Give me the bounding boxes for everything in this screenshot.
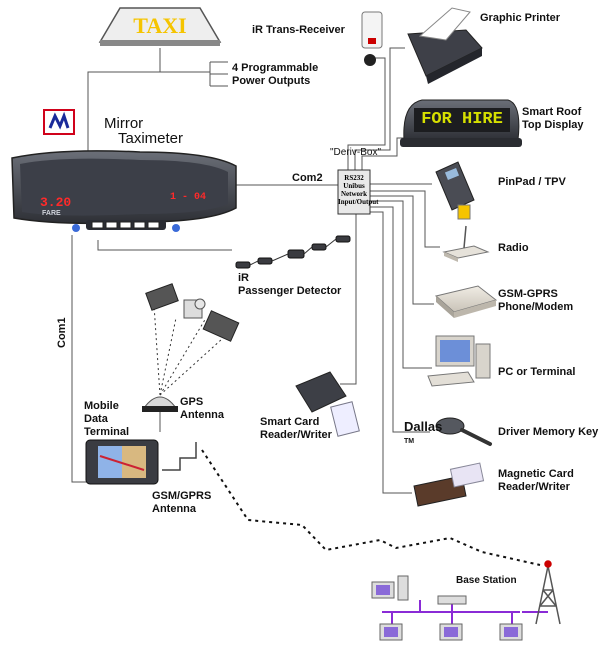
base-station-network — [371, 575, 548, 641]
com2-label: Com2 — [292, 172, 323, 184]
smart-card-label: Smart Card Reader/Writer — [260, 416, 332, 441]
dallas-text: Dallas — [404, 419, 443, 434]
gsm-modem-graphic — [434, 285, 498, 318]
taxi-sign-text: TAXI — [133, 13, 187, 38]
dallas-label: Dallas TM — [404, 404, 442, 451]
smart-card-graphic — [295, 371, 360, 437]
deriv-box-label: "Deriv-Box" — [330, 147, 381, 158]
satellite-graphics — [145, 283, 240, 342]
pinpad-graphic — [435, 161, 475, 220]
pc-terminal-graphic — [427, 335, 491, 387]
radio-graphic — [442, 225, 490, 262]
programmable-outputs-label: 4 Programmable Power Outputs — [232, 62, 319, 87]
mirror-taximeter-graphic — [11, 150, 237, 232]
mobile-data-terminal-label: Mobile Data Terminal — [84, 400, 130, 438]
smart-roof-display-label: Smart Roof Top Display — [522, 106, 584, 131]
roof-display-graphic — [400, 99, 522, 147]
magnetic-card-label: Magnetic Card Reader/Writer — [498, 468, 574, 493]
taxi-sign-graphic — [98, 7, 222, 46]
taximeter-label: Taximeter — [118, 130, 184, 147]
wiring — [71, 47, 440, 494]
meter-time-readout: 1 - 04 — [170, 192, 207, 203]
radio-label: Radio — [498, 242, 529, 254]
dallas-key-graphic — [435, 417, 492, 446]
pc-terminal-label: PC or Terminal — [498, 366, 576, 378]
com1-label: Com1 — [56, 317, 68, 348]
company-logo — [43, 109, 75, 135]
trademark-mark: TM — [404, 438, 415, 445]
roof-display-text: FOR HIRE — [421, 110, 503, 129]
ir-passenger-detector-label: iR Passenger Detector — [238, 272, 342, 297]
driver-memory-key-label: Driver Memory Key — [498, 426, 599, 438]
wireless-links — [201, 449, 541, 566]
mobile-data-terminal-graphic — [85, 439, 159, 485]
graphic-printer-label: Graphic Printer — [480, 12, 561, 24]
ir-trans-receiver-graphic — [361, 11, 383, 66]
meter-fare-readout: 3.20 — [40, 195, 72, 210]
gps-antenna-label: GPS Antenna — [180, 396, 224, 421]
meter-fare-caption: FARE — [42, 210, 61, 217]
passenger-detector-graphic — [235, 235, 351, 269]
base-station-tower — [535, 560, 561, 625]
pinpad-label: PinPad / TPV — [498, 176, 566, 188]
gsm-modem-label: GSM-GPRS Phone/Modem — [498, 288, 574, 313]
mirror-label: Mirror — [104, 115, 144, 132]
deriv-box — [337, 169, 371, 215]
graphic-printer-graphic — [407, 7, 483, 84]
base-station-label: Base Station — [456, 575, 517, 586]
deriv-box-text: RS232 Unibus Network Input/Output — [338, 174, 379, 206]
gsm-gprs-antenna-label: GSM/GPRS Antenna — [152, 490, 212, 515]
gps-beams — [153, 304, 233, 396]
ir-trans-receiver-label: iR Trans-Receiver — [252, 24, 345, 36]
magnetic-card-graphic — [413, 462, 485, 507]
gsm-antenna-graphic — [162, 442, 197, 471]
gps-antenna-graphic — [142, 396, 178, 432]
